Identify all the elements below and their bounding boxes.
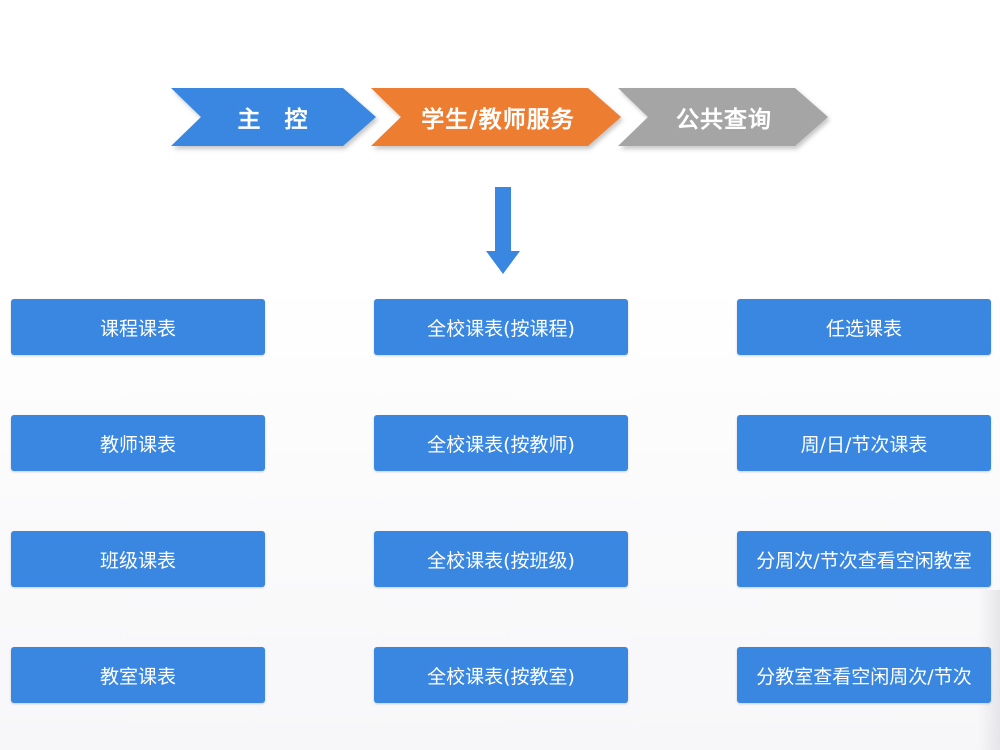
course-schedule-button[interactable]: 课程课表	[11, 299, 265, 355]
elective-schedule-button[interactable]: 任选课表	[737, 299, 991, 355]
class-schedule-button[interactable]: 班级课表	[11, 531, 265, 587]
step-public-query[interactable]: 公共查询	[618, 88, 828, 146]
school-schedule-by-course-button[interactable]: 全校课表(按课程)	[374, 299, 628, 355]
step-label: 学生/教师服务	[421, 107, 575, 133]
step-navigation: 主 控 学生/教师服务 公共查询	[0, 0, 1000, 160]
free-period-by-classroom-button[interactable]: 分教室查看空闲周次/节次	[737, 647, 991, 703]
week-day-period-schedule-button[interactable]: 周/日/节次课表	[737, 415, 991, 471]
step-label: 公共查询	[676, 107, 772, 133]
step-student-teacher-service[interactable]: 学生/教师服务	[371, 88, 621, 146]
teacher-schedule-button[interactable]: 教师课表	[11, 415, 265, 471]
free-classroom-by-week-period-button[interactable]: 分周次/节次查看空闲教室	[737, 531, 991, 587]
chevron-shape	[371, 88, 621, 146]
school-schedule-by-classroom-button[interactable]: 全校课表(按教室)	[374, 647, 628, 703]
classroom-schedule-button[interactable]: 教室课表	[11, 647, 265, 703]
chevron-shape	[171, 88, 376, 146]
chevron-shape	[618, 88, 828, 146]
step-main-control[interactable]: 主 控	[171, 88, 376, 146]
arrow-down-icon	[486, 187, 520, 274]
step-label: 主 控	[237, 107, 316, 133]
school-schedule-by-teacher-button[interactable]: 全校课表(按教师)	[374, 415, 628, 471]
school-schedule-by-class-button[interactable]: 全校课表(按班级)	[374, 531, 628, 587]
